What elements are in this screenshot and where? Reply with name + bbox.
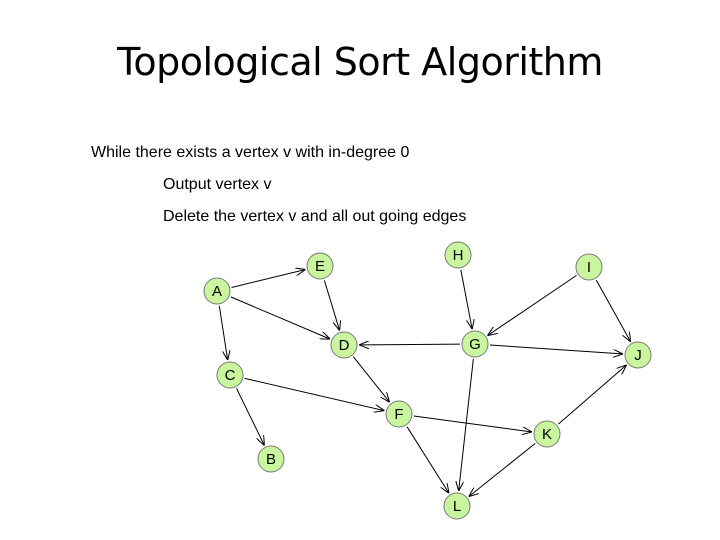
node-label: J [634,347,642,364]
algorithm-step-delete: Delete the vertex v and all out going ed… [163,208,467,225]
edge-c-f [244,377,384,410]
node-label: F [394,406,403,423]
node-l: L [443,492,471,520]
node-i: I [575,253,603,281]
edge-f-l [406,426,448,493]
node-circle [306,252,334,280]
node-label: G [469,336,481,353]
node-label: K [542,426,552,443]
edge-a-e [231,270,305,288]
node-c: C [216,361,244,389]
node-circle [624,341,652,369]
edge-g-d [360,344,461,345]
node-h: H [444,241,472,269]
node-d: D [330,331,358,359]
node-circle [575,253,603,281]
slide-title: Topological Sort Algorithm [117,40,603,84]
node-j: J [624,341,652,369]
edges-layer [218,269,630,496]
edge-d-f [352,356,389,402]
edge-a-c [218,305,227,359]
node-e: E [306,252,334,280]
node-g: G [461,330,489,358]
node-circle [203,277,231,305]
node-circle [257,445,285,473]
edge-g-j [489,344,622,354]
node-label: H [453,247,464,264]
node-label: C [225,367,236,384]
node-circle [385,400,413,428]
edge-i-g [488,274,577,335]
node-k: K [533,420,561,448]
nodes-layer: A B C D E F G H I J K L [203,241,652,520]
node-circle [444,241,472,269]
node-label: I [587,259,591,276]
edge-c-b [236,388,264,444]
edge-g-l [459,358,474,490]
edge-f-k [413,415,531,432]
node-a: A [203,277,231,305]
edge-i-j [595,279,630,341]
algorithm-step-output: Output vertex v [163,176,272,193]
node-circle [216,361,244,389]
node-circle [461,330,489,358]
edge-k-j [557,365,626,425]
node-circle [443,492,471,520]
edge-a-d [230,296,329,339]
edge-h-g [460,269,472,329]
node-label: B [266,451,276,468]
node-circle [330,331,358,359]
node-label: D [339,337,350,354]
edge-e-d [323,280,339,329]
algorithm-step-loop: While there exists a vertex v with in-de… [91,144,410,161]
edge-k-l [469,442,536,496]
node-label: E [315,258,325,275]
node-circle [533,420,561,448]
node-label: A [212,283,222,300]
node-f: F [385,400,413,428]
node-b: B [257,445,285,473]
node-label: L [453,498,461,515]
